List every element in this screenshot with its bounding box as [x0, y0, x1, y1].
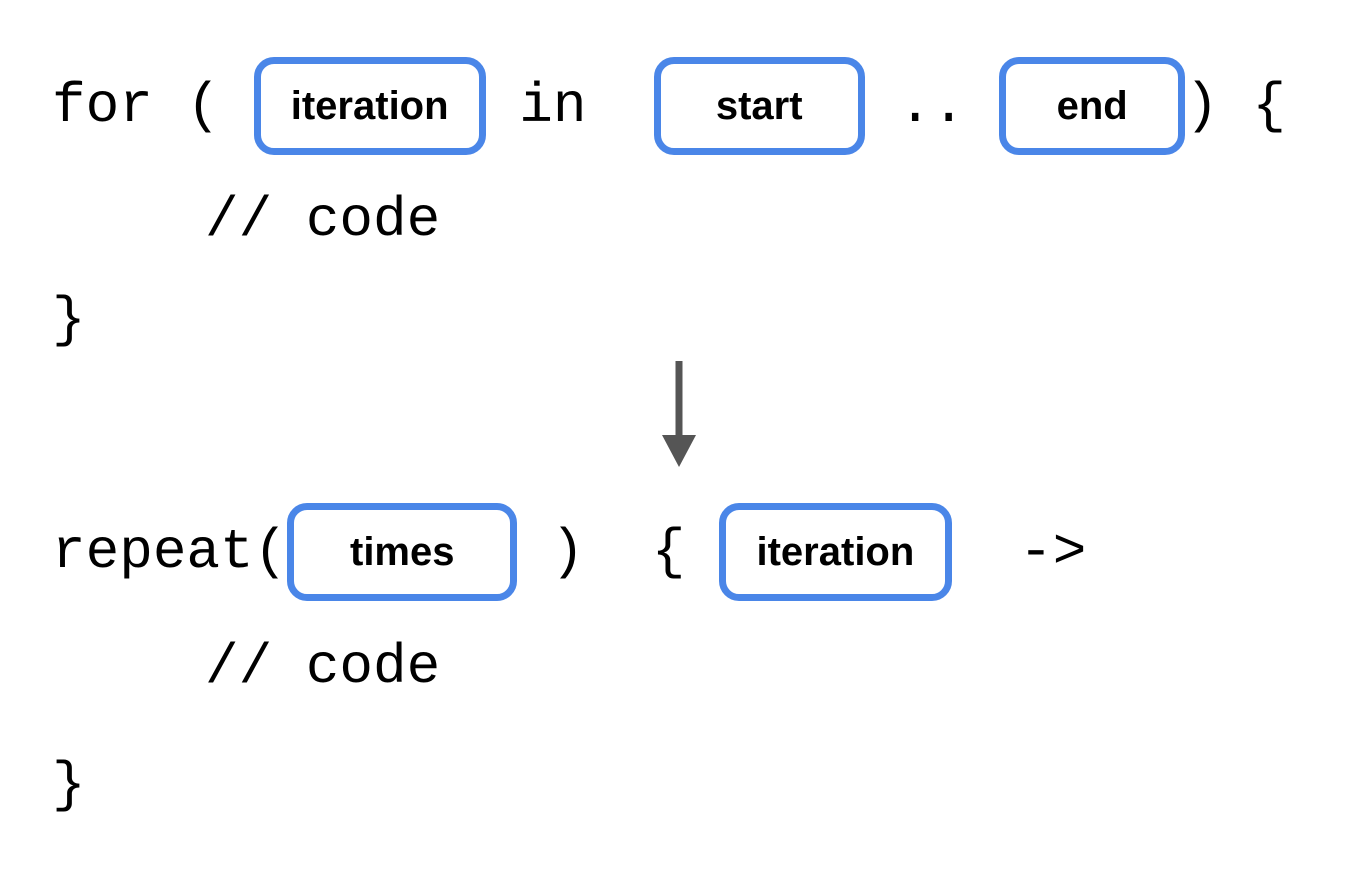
- code-line-comment-before: // code: [205, 185, 440, 255]
- open-brace: {: [651, 520, 686, 584]
- gap-a: [220, 78, 254, 134]
- comment-text: // code: [205, 188, 441, 252]
- code-line-comment-after: // code: [205, 632, 440, 702]
- keyword-for: for: [52, 74, 153, 138]
- close-brace: }: [52, 288, 86, 352]
- close-paren: ): [1185, 74, 1219, 138]
- comment-text: // code: [205, 635, 441, 699]
- space-1: [153, 78, 187, 134]
- keyword-in: in: [519, 74, 587, 138]
- gap-i: [685, 524, 719, 580]
- code-line-close-brace-after: }: [52, 750, 86, 820]
- function-repeat: repeat(: [52, 520, 288, 584]
- chip-times[interactable]: times: [287, 503, 518, 601]
- gap-e: [966, 78, 1000, 134]
- gap-j: [952, 524, 1019, 580]
- chip-iteration-before[interactable]: iteration: [253, 57, 486, 155]
- gap-c: [586, 78, 653, 134]
- lambda-arrow: ->: [1019, 520, 1087, 584]
- gap-f: [1219, 78, 1253, 134]
- gap-g: [517, 524, 551, 580]
- open-paren: (: [186, 74, 221, 138]
- chip-iteration-after[interactable]: iteration: [718, 503, 952, 601]
- close-paren: ): [550, 520, 585, 584]
- gap-h: [584, 524, 651, 580]
- code-line-close-brace-before: }: [52, 285, 86, 355]
- chip-end[interactable]: end: [999, 57, 1186, 155]
- open-brace: {: [1252, 74, 1286, 138]
- close-brace: }: [52, 753, 86, 817]
- gap-d: [865, 78, 899, 134]
- gap-b: [486, 78, 520, 134]
- chip-start[interactable]: start: [653, 57, 865, 155]
- range-operator: ..: [898, 74, 966, 138]
- code-line-repeat-statement: repeat( times ) { iteration ->: [52, 503, 1086, 601]
- code-line-for-statement: for ( iteration in start .. end ) {: [52, 57, 1286, 155]
- arrow-down-icon: [645, 355, 715, 475]
